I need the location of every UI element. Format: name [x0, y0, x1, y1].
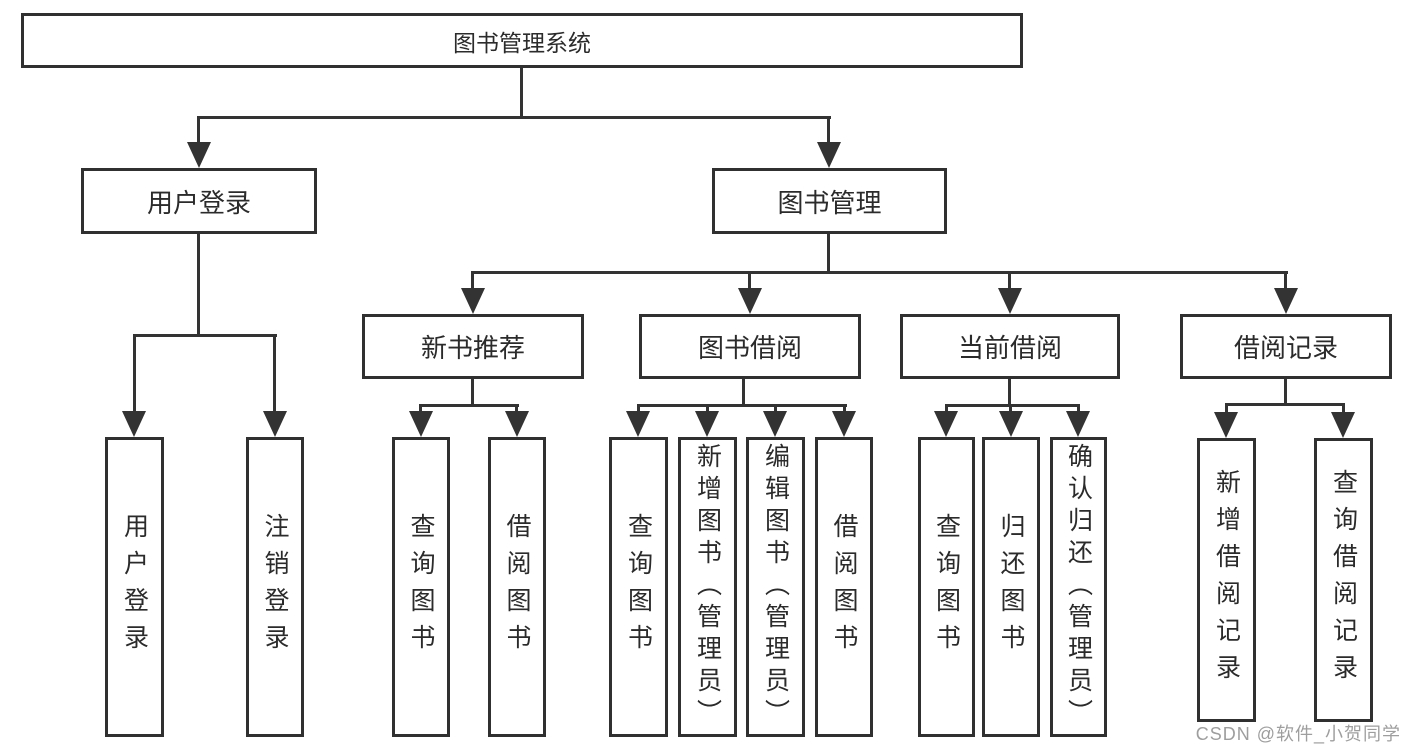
connector-line — [637, 404, 640, 414]
connector-line — [1284, 379, 1287, 405]
node-label: 用户登录 — [146, 187, 251, 218]
connector-line — [471, 271, 474, 291]
leaf-label: 查询图书 — [932, 513, 961, 661]
leaf-label: 确认归还（管理员） — [1064, 443, 1093, 731]
connector-line — [706, 404, 709, 414]
arrowhead — [409, 411, 433, 437]
arrowhead — [738, 288, 762, 314]
leaf-user-login: 用户登录 — [105, 437, 164, 737]
arrowhead — [832, 411, 856, 437]
connector-line — [774, 404, 777, 414]
arrowhead — [695, 411, 719, 437]
arrowhead — [763, 411, 787, 437]
node-user-login: 用户登录 — [81, 168, 317, 234]
node-current-borrowing: 当前借阅 — [900, 314, 1120, 379]
connector-line — [1225, 403, 1228, 415]
leaf-logout: 注销登录 — [246, 437, 304, 737]
connector-line — [748, 271, 751, 291]
connector-line — [520, 68, 523, 118]
leaf-label: 归还图书 — [997, 513, 1025, 661]
connector-line — [1008, 379, 1011, 406]
connector-line — [273, 334, 276, 412]
connector-line — [742, 379, 745, 406]
arrowhead — [817, 142, 841, 168]
connector-line — [945, 404, 1080, 407]
connector-line — [1225, 403, 1345, 406]
arrowhead — [122, 411, 146, 437]
leaf-borrow-books-1: 借阅图书 — [488, 437, 546, 737]
leaf-label: 编辑图书（管理员） — [761, 443, 790, 731]
node-label: 新书推荐 — [420, 333, 525, 363]
arrowhead — [1214, 412, 1238, 438]
connector-line — [197, 234, 200, 336]
connector-line — [471, 271, 1288, 274]
connector-line — [197, 116, 831, 119]
arrowhead — [187, 142, 211, 168]
connector-line — [1008, 271, 1011, 291]
connector-line — [1009, 404, 1012, 414]
leaf-add-books-admin: 新增图书（管理员） — [678, 437, 737, 737]
leaf-edit-books-admin: 编辑图书（管理员） — [746, 437, 805, 737]
arrowhead — [1066, 411, 1090, 437]
arrowhead — [998, 288, 1022, 314]
leaf-label: 借阅图书 — [503, 513, 531, 661]
leaf-label: 新增借阅记录 — [1212, 469, 1241, 691]
arrowhead — [505, 411, 529, 437]
connector-line — [827, 234, 830, 274]
node-new-book-recommend: 新书推荐 — [362, 314, 584, 379]
arrowhead — [999, 411, 1023, 437]
leaf-label: 新增图书（管理员） — [693, 443, 722, 731]
leaf-add-borrow-record: 新增借阅记录 — [1197, 438, 1256, 722]
connector-line — [471, 379, 474, 406]
leaf-return-books: 归还图书 — [982, 437, 1040, 737]
connector-line — [1077, 404, 1080, 414]
node-label: 图书借阅 — [697, 333, 802, 363]
leaf-label: 查询图书 — [407, 513, 435, 661]
leaf-label: 查询借阅记录 — [1329, 469, 1358, 691]
node-book-borrowing: 图书借阅 — [639, 314, 861, 379]
arrowhead — [263, 411, 287, 437]
connector-line — [1284, 271, 1287, 291]
leaf-query-books-3: 查询图书 — [918, 437, 975, 737]
node-label: 当前借阅 — [957, 333, 1062, 363]
node-label: 借阅记录 — [1233, 333, 1338, 363]
leaf-confirm-return-admin: 确认归还（管理员） — [1050, 437, 1107, 737]
node-book-management: 图书管理 — [712, 168, 947, 234]
connector-line — [827, 116, 830, 146]
connector-line — [637, 404, 847, 407]
connector-line — [419, 404, 519, 407]
leaf-label: 用户登录 — [120, 513, 149, 661]
arrowhead — [934, 411, 958, 437]
connector-line — [197, 116, 200, 146]
node-library-management-system: 图书管理系统 — [21, 13, 1023, 68]
arrowhead — [461, 288, 485, 314]
leaf-label: 注销登录 — [261, 513, 289, 661]
arrowhead — [1274, 288, 1298, 314]
node-label: 图书管理 — [777, 187, 882, 218]
connector-line — [945, 404, 948, 414]
arrowhead — [1331, 412, 1355, 438]
node-borrow-records: 借阅记录 — [1180, 314, 1392, 379]
connector-line — [515, 404, 518, 414]
connector-line — [133, 334, 277, 337]
node-label: 图书管理系统 — [453, 29, 591, 56]
arrowhead — [626, 411, 650, 437]
leaf-query-books-2: 查询图书 — [609, 437, 668, 737]
connector-line — [133, 334, 136, 412]
leaf-query-borrow-record: 查询借阅记录 — [1314, 438, 1373, 722]
watermark: CSDN @软件_小贺同学 — [1195, 724, 1401, 744]
connector-line — [419, 404, 422, 414]
leaf-label: 借阅图书 — [830, 513, 858, 661]
leaf-query-books-1: 查询图书 — [392, 437, 450, 737]
connector-line — [1342, 403, 1345, 415]
leaf-borrow-books-2: 借阅图书 — [815, 437, 873, 737]
leaf-label: 查询图书 — [624, 513, 653, 661]
connector-line — [843, 404, 846, 414]
